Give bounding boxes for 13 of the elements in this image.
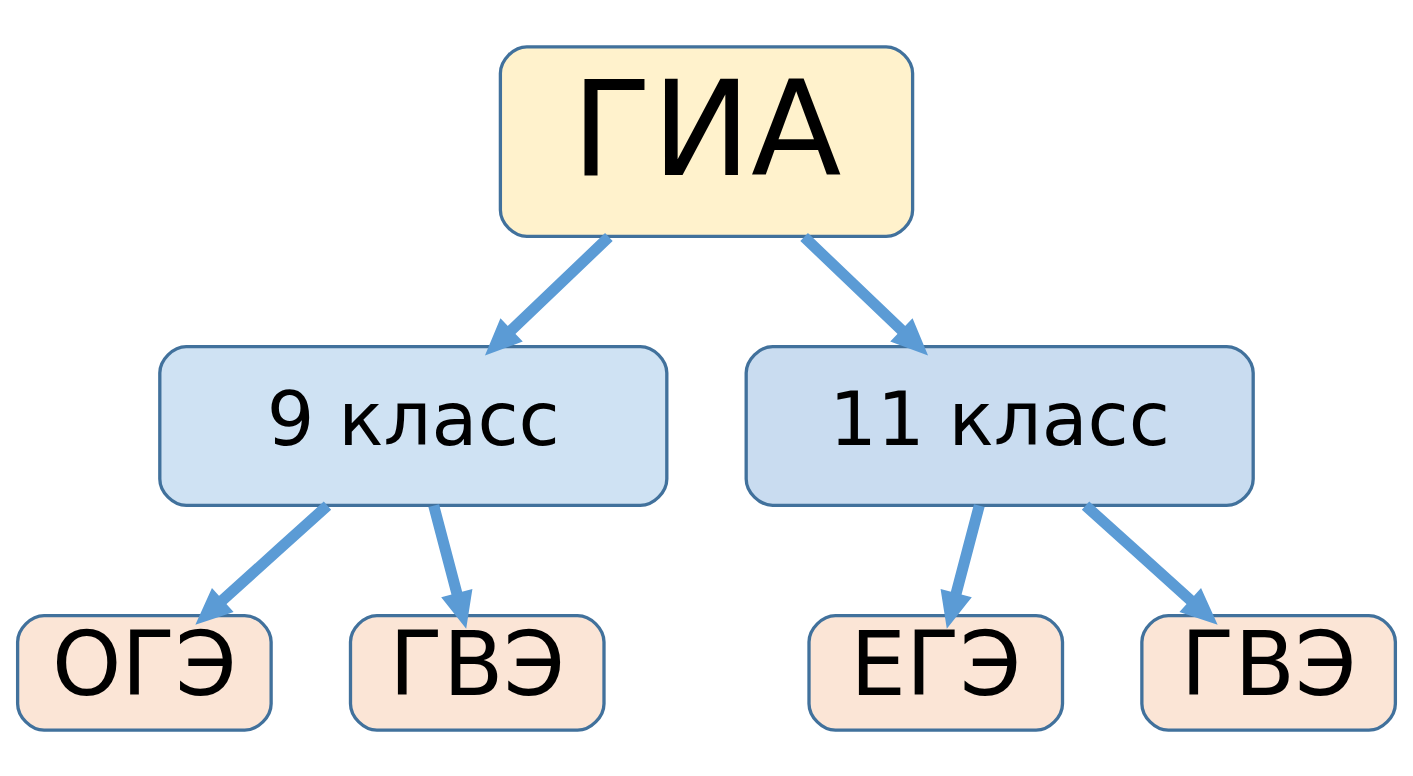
node-box: ГВЭ bbox=[348, 613, 606, 732]
arrow bbox=[1081, 500, 1218, 625]
node-box: ГВЭ bbox=[1140, 613, 1398, 732]
node-box: 9 класс bbox=[158, 344, 669, 507]
arrow bbox=[484, 232, 613, 355]
node-box: ЕГЭ bbox=[807, 613, 1065, 732]
node-box: ГИА bbox=[498, 44, 915, 238]
arrow bbox=[428, 503, 473, 629]
arrow bbox=[195, 500, 332, 625]
arrow bbox=[800, 232, 929, 355]
node-box: ОГЭ bbox=[15, 613, 273, 732]
arrow bbox=[940, 503, 985, 629]
node-box: 11 класс bbox=[744, 344, 1255, 507]
